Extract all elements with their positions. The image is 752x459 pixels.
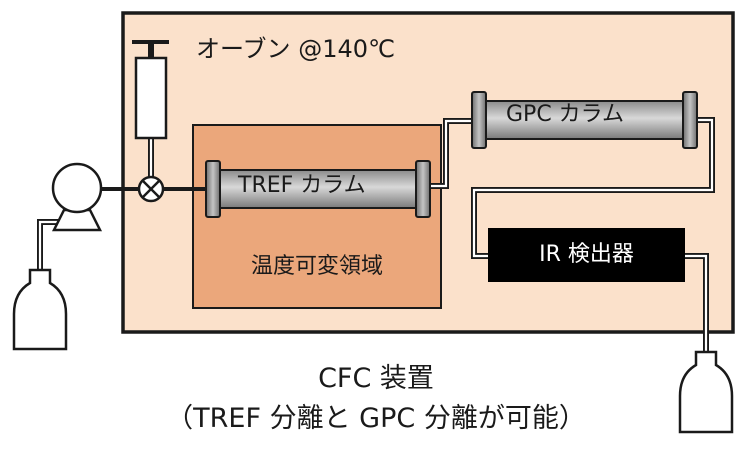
gpc-column bbox=[471, 91, 698, 149]
caption-subtitle: （TREF 分離と GPC 分離が可能） bbox=[166, 403, 586, 434]
solvent-bottle bbox=[12, 268, 68, 351]
pump bbox=[51, 162, 103, 232]
syringe bbox=[132, 40, 169, 140]
oven-label: オーブン @140℃ bbox=[196, 35, 395, 63]
tref-column-label: TREF カラム bbox=[238, 173, 366, 198]
tubing bbox=[37, 117, 715, 352]
injection-valve bbox=[137, 175, 165, 203]
temperature-zone-label: 温度可変領域 bbox=[250, 254, 383, 279]
caption-title: CFC 装置 bbox=[318, 363, 434, 394]
ir-detector-box bbox=[488, 228, 685, 282]
gpc-column-label: GPC カラム bbox=[506, 102, 625, 127]
temperature-zone-box bbox=[192, 124, 442, 309]
ir-detector-label: IR 検出器 bbox=[539, 242, 634, 267]
waste-bottle bbox=[678, 350, 734, 434]
tref-column bbox=[205, 160, 431, 218]
